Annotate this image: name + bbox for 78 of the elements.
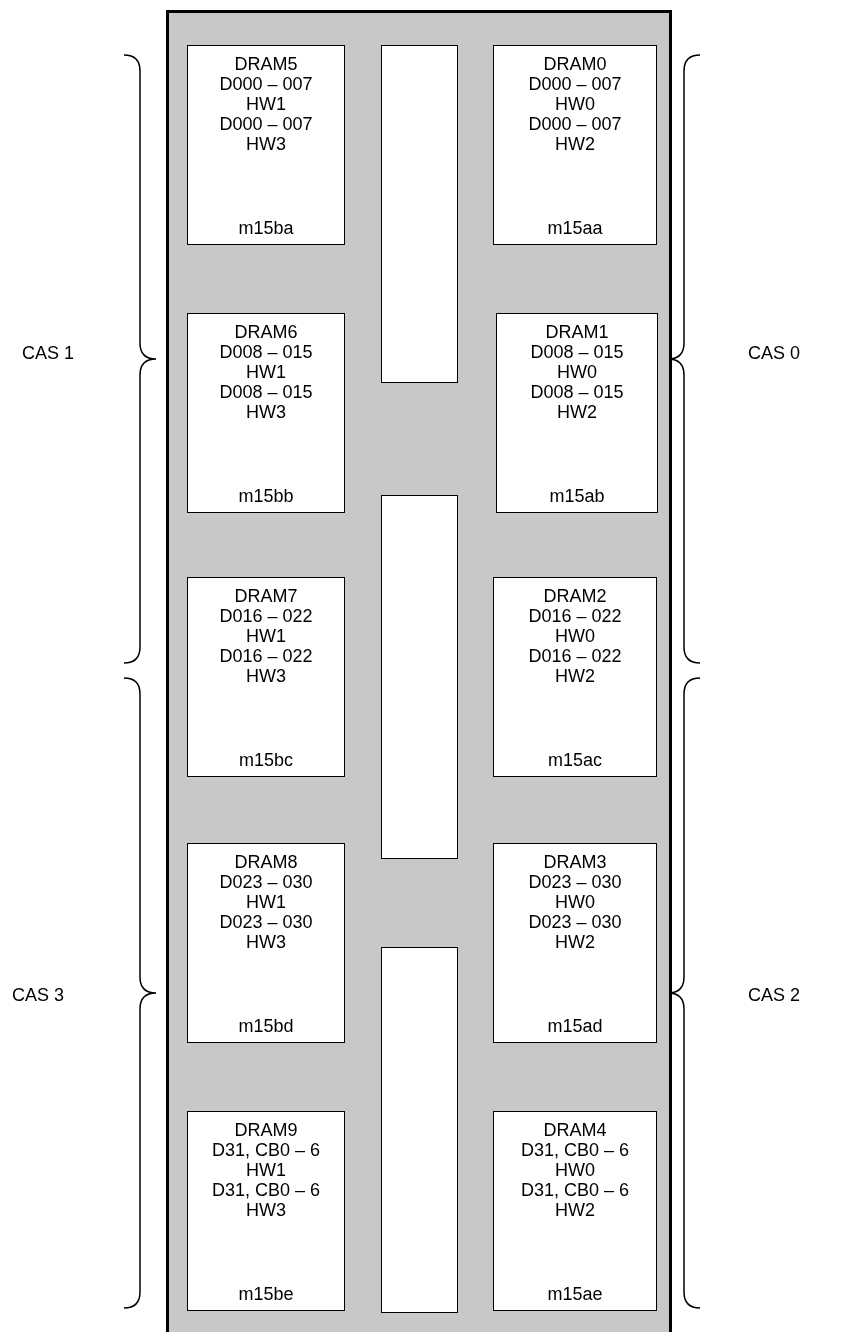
chip-label: HW3: [246, 134, 286, 154]
chip-label: D31, CB0 – 6: [211, 1180, 321, 1200]
chip-label: HW3: [246, 666, 286, 686]
chip-label: HW0: [555, 626, 595, 646]
chip-label: D016 – 022: [219, 606, 313, 626]
chip-label: D000 – 007: [219, 114, 313, 134]
group-label: CAS 1: [22, 343, 75, 363]
chip-label: m15ab: [549, 486, 605, 506]
chip-label: D008 – 015: [219, 382, 313, 402]
chip-label: D023 – 030: [528, 912, 622, 932]
empty-socket: [381, 495, 458, 859]
chip-label: m15ad: [547, 1016, 603, 1036]
memory-chip: [187, 843, 345, 1043]
chip-label: DRAM5: [234, 54, 298, 74]
chip-label: HW2: [555, 134, 595, 154]
chip-label: HW3: [246, 402, 286, 422]
chip-label: D023 – 030: [219, 872, 313, 892]
chip-label: HW0: [555, 892, 595, 912]
group-label: CAS 0: [748, 343, 801, 363]
chip-label: DRAM1: [545, 322, 609, 342]
chip-label: DRAM4: [543, 1120, 607, 1140]
chip-label: HW1: [246, 1160, 286, 1180]
chip-label: D008 – 015: [530, 382, 624, 402]
group-label: CAS 2: [748, 985, 801, 1005]
chip-label: DRAM8: [234, 852, 298, 872]
chip-label: DRAM2: [543, 586, 607, 606]
chip-label: HW2: [557, 402, 597, 422]
chip-label: DRAM6: [234, 322, 298, 342]
chip-label: D000 – 007: [528, 114, 622, 134]
chip-label: m15be: [238, 1284, 294, 1304]
chip-label: HW0: [555, 94, 595, 114]
chip-label: D31, CB0 – 6: [520, 1180, 630, 1200]
empty-socket: [381, 947, 458, 1313]
memory-chip: [187, 577, 345, 777]
chip-label: HW2: [555, 666, 595, 686]
chip-label: HW2: [555, 932, 595, 952]
chip-label: DRAM9: [234, 1120, 298, 1140]
memory-chip: [187, 313, 345, 513]
memory-chip: [496, 313, 658, 513]
memory-chip: [187, 45, 345, 245]
memory-chip: [493, 843, 657, 1043]
chip-label: m15bb: [238, 486, 294, 506]
chip-label: m15bc: [239, 750, 293, 770]
chip-label: D000 – 007: [528, 74, 622, 94]
chip-label: DRAM7: [234, 586, 298, 606]
chip-label: m15ac: [548, 750, 602, 770]
chip-label: D016 – 022: [528, 606, 622, 626]
chip-label: D000 – 007: [219, 74, 313, 94]
chip-label: DRAM0: [543, 54, 607, 74]
chip-label: D31, CB0 – 6: [211, 1140, 321, 1160]
chip-label: HW3: [246, 1200, 286, 1220]
chip-label: D31, CB0 – 6: [520, 1140, 630, 1160]
memory-chip: [187, 1111, 345, 1311]
chip-label: HW2: [555, 1200, 595, 1220]
chip-label: m15ba: [238, 218, 294, 238]
chip-label: m15ae: [547, 1284, 603, 1304]
circuit-board: [166, 10, 672, 1332]
chip-label: D023 – 030: [219, 912, 313, 932]
memory-chip: [493, 1111, 657, 1311]
chip-label: D016 – 022: [528, 646, 622, 666]
chip-label: DRAM3: [543, 852, 607, 872]
chip-label: HW0: [557, 362, 597, 382]
memory-chip: [493, 577, 657, 777]
chip-label: D008 – 015: [530, 342, 624, 362]
group-label: CAS 3: [12, 985, 65, 1005]
chip-label: D016 – 022: [219, 646, 313, 666]
chip-label: HW0: [555, 1160, 595, 1180]
chip-label: HW1: [246, 626, 286, 646]
memory-chip: [493, 45, 657, 245]
chip-label: D023 – 030: [528, 872, 622, 892]
chip-label: HW1: [246, 362, 286, 382]
chip-label: m15bd: [238, 1016, 294, 1036]
chip-label: m15aa: [547, 218, 603, 238]
chip-label: HW3: [246, 932, 286, 952]
empty-socket: [381, 45, 458, 383]
chip-label: HW1: [246, 94, 286, 114]
chip-label: D008 – 015: [219, 342, 313, 362]
chip-label: HW1: [246, 892, 286, 912]
